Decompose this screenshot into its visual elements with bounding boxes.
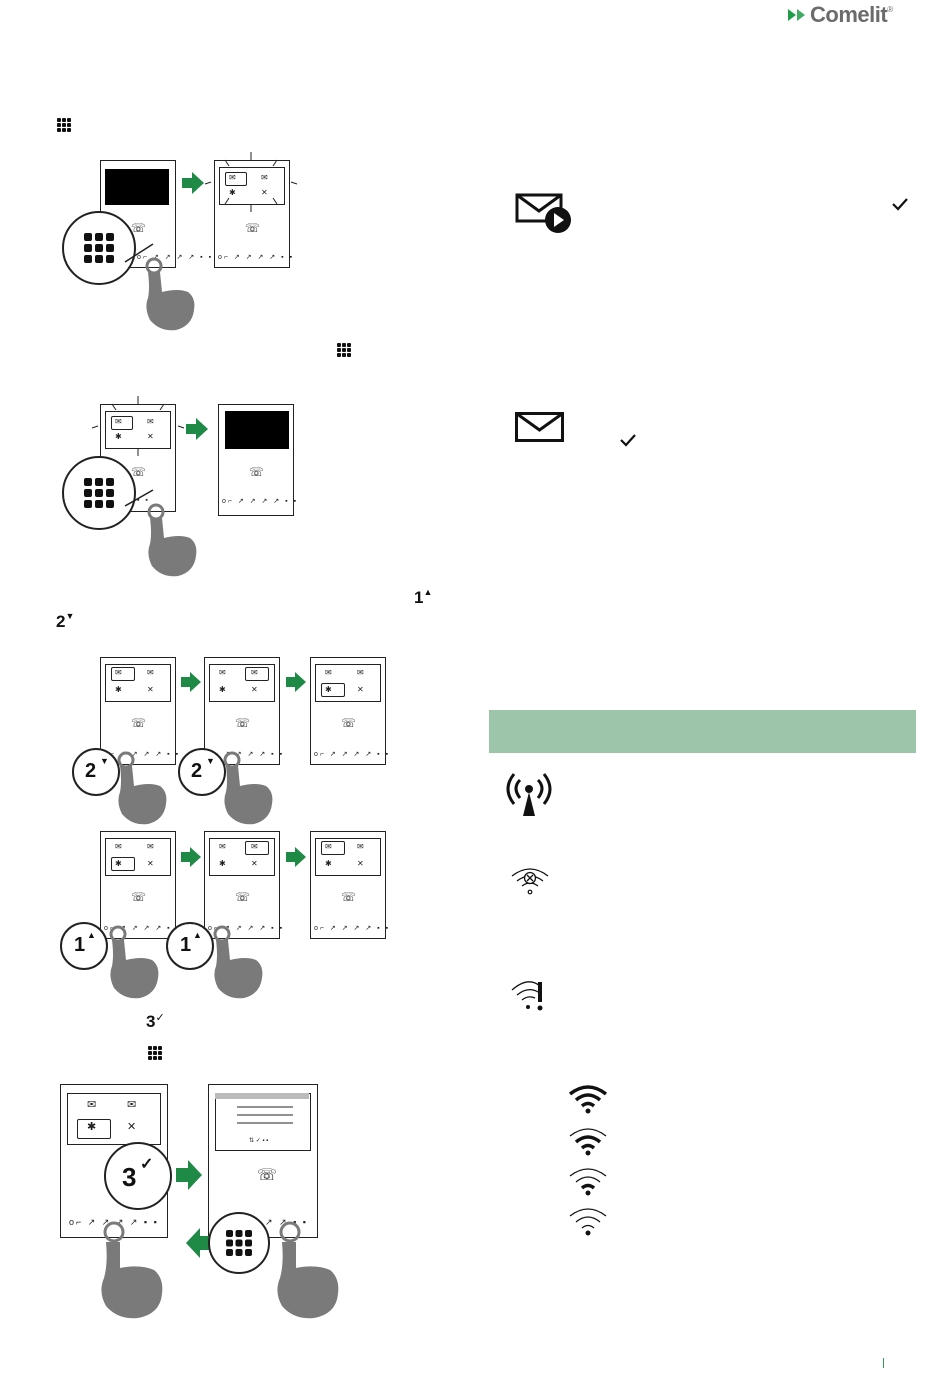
arrow-right-icon — [181, 672, 201, 692]
arrow-right-icon — [181, 847, 201, 867]
brand-name: Comelit — [810, 2, 888, 27]
hand-icon — [277, 1221, 339, 1319]
grid-icon — [337, 343, 351, 357]
check-icon — [892, 198, 908, 211]
wifi-signal-1-icon — [569, 1208, 607, 1236]
phone-icon: ☏ — [131, 221, 147, 235]
arrow-right-icon — [286, 847, 306, 867]
broadcast-antenna-icon — [506, 773, 552, 816]
key-1-label: 1▲ — [414, 587, 433, 607]
hand-icon — [101, 1221, 163, 1319]
key-2-button[interactable]: 2▼ — [178, 748, 226, 796]
arrow-right-icon — [186, 418, 208, 440]
hand-icon — [147, 503, 197, 577]
grid-icon — [84, 478, 114, 508]
comelit-mark-icon — [788, 9, 805, 21]
arrow-left-icon — [186, 1228, 216, 1258]
grid-key-magnified[interactable] — [62, 211, 136, 285]
arrow-right-icon — [182, 172, 204, 194]
grid-icon — [57, 118, 71, 132]
grid-key-magnified[interactable] — [208, 1212, 270, 1274]
grid-icon — [226, 1230, 252, 1256]
key-2-button[interactable]: 2▼ — [72, 748, 120, 796]
key-1-button[interactable]: 1▲ — [60, 922, 108, 970]
monitor-screen: ☏ o⌐ ↗ ↗ ↗ ↗ ▪ ▪ — [218, 404, 296, 516]
key-2-label: 2▼ — [56, 611, 75, 631]
wifi-signal-2-icon — [569, 1168, 607, 1196]
grid-icon — [148, 1046, 162, 1060]
check-icon — [620, 434, 636, 447]
hand-icon — [145, 257, 195, 331]
section-banner — [489, 710, 916, 753]
hand-icon — [223, 751, 273, 825]
wifi-disconnected-icon — [511, 868, 549, 895]
brand-logo: Comelit® — [786, 2, 894, 27]
arrow-right-icon — [176, 1160, 202, 1190]
hand-icon — [109, 925, 159, 999]
arrow-right-icon — [286, 672, 306, 692]
hand-icon — [213, 925, 263, 999]
wifi-signal-4-icon — [568, 1085, 608, 1114]
hand-icon — [117, 751, 167, 825]
key-1-button[interactable]: 1▲ — [166, 922, 214, 970]
grid-key-magnified[interactable] — [62, 456, 136, 530]
brand-registered: ® — [887, 4, 894, 14]
page-footer-marker — [883, 1358, 884, 1368]
key-3-label: 3✓ — [146, 1012, 165, 1031]
wifi-signal-3-icon — [569, 1128, 607, 1156]
monitor-menu-screen: ✉ ✉ ✱ ✕ ☏ o⌐ ↗ ↗ ↗ ↗ ▪ ▪ — [214, 160, 292, 268]
key-3-button[interactable]: 3✓ — [104, 1142, 172, 1210]
envelope-play-icon — [515, 193, 571, 233]
envelope-icon — [515, 412, 564, 442]
wifi-warning-icon — [511, 981, 543, 1011]
grid-icon — [84, 233, 114, 263]
